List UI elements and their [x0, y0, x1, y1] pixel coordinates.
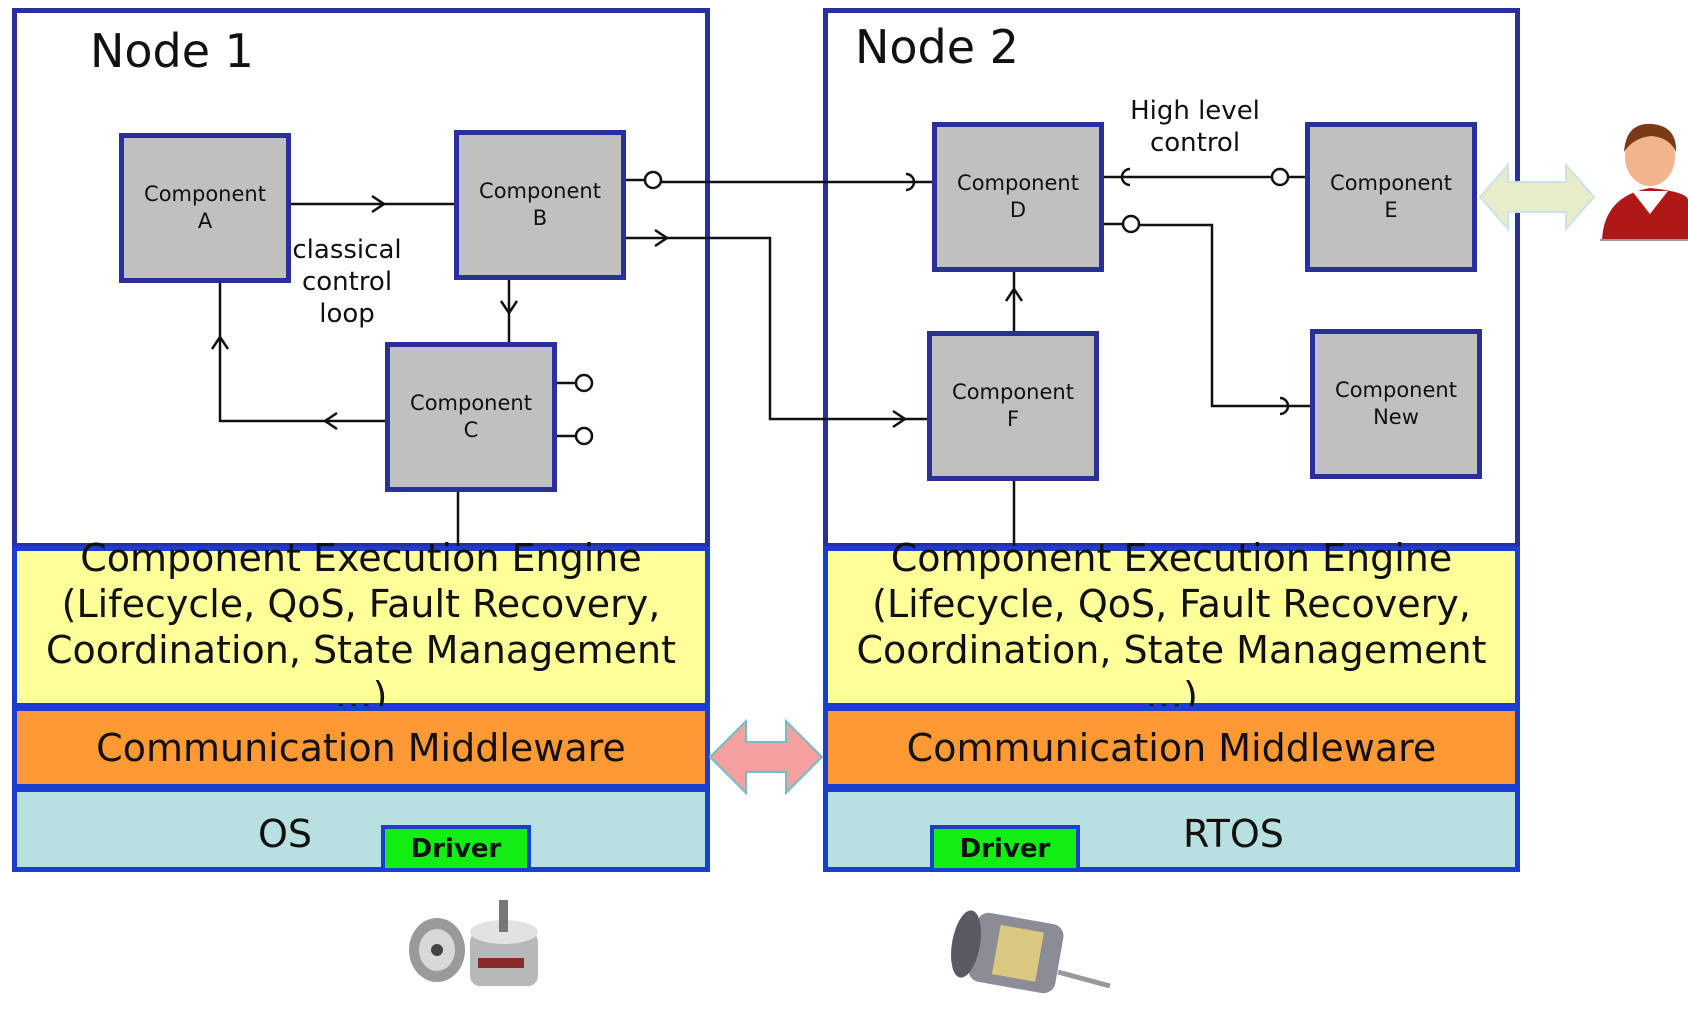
- node1-engine-line2: (Lifecycle, QoS, Fault Recovery,: [61, 582, 661, 626]
- component-f[interactable]: Component F: [927, 331, 1099, 481]
- component-d-id: D: [1009, 198, 1027, 222]
- loop-label-line1: classical: [292, 235, 402, 265]
- arrowhead-into-f: [892, 409, 908, 429]
- node1-os-label: OS: [258, 812, 313, 856]
- loop-label-line2: control: [301, 267, 393, 297]
- node2-engine-line1: Component Execution Engine: [890, 536, 1453, 580]
- arrowhead-c-to-left: [322, 411, 338, 431]
- component-e[interactable]: Component E: [1305, 122, 1477, 272]
- control-label-line2: control: [1149, 128, 1241, 158]
- port-e: [1270, 167, 1290, 187]
- component-b[interactable]: Component B: [454, 130, 626, 280]
- wire-c-to-a: [218, 283, 385, 423]
- node1-middleware-label: Communication Middleware: [96, 725, 626, 770]
- port-c-1: [574, 373, 594, 393]
- component-c[interactable]: Component C: [385, 342, 557, 492]
- wire-b-to-f: [626, 236, 927, 421]
- port-b: [643, 170, 663, 190]
- component-c-id: C: [463, 418, 479, 442]
- component-d[interactable]: Component D: [932, 122, 1104, 272]
- node2-title: Node 2: [855, 20, 1019, 74]
- arrowhead-up-to-a: [210, 334, 230, 350]
- component-a-id: A: [197, 209, 213, 233]
- encoder-device-icon: [409, 900, 538, 986]
- arrowhead-b-to-c: [499, 300, 519, 316]
- node2-driver-label: Driver: [959, 833, 1051, 864]
- component-new-label: Component: [1335, 378, 1457, 402]
- socket-new-in: [1279, 396, 1290, 416]
- user-link-arrow: [1478, 162, 1596, 232]
- node1-driver[interactable]: Driver: [381, 825, 531, 872]
- node2-engine-line2: (Lifecycle, QoS, Fault Recovery,: [872, 582, 1471, 626]
- arrowhead-b-out: [654, 228, 670, 248]
- arrowhead-f-to-d: [1004, 286, 1024, 302]
- port-d: [1121, 214, 1141, 234]
- node1-driver-label: Driver: [410, 833, 502, 864]
- middleware-link-arrow: [708, 718, 824, 796]
- high-level-control-label: High level control: [1120, 95, 1270, 159]
- component-a-label: Component: [144, 182, 266, 206]
- node1-engine-line1: Component Execution Engine: [80, 536, 642, 580]
- node1-os-layer: OS: [12, 787, 710, 872]
- node1-communication-middleware: Communication Middleware: [12, 706, 710, 789]
- component-e-id: E: [1384, 198, 1398, 222]
- component-new[interactable]: Component New: [1310, 329, 1482, 479]
- node1-title: Node 1: [90, 24, 254, 78]
- control-label-line1: High level: [1130, 96, 1260, 126]
- component-c-label: Component: [410, 391, 532, 415]
- motor-device-icon: [951, 910, 1111, 994]
- component-b-id: B: [532, 206, 548, 230]
- arrowhead-a-to-b: [371, 194, 387, 214]
- component-e-label: Component: [1330, 171, 1452, 195]
- socket-d-in: [905, 172, 916, 192]
- component-b-label: Component: [479, 179, 601, 203]
- component-f-label: Component: [952, 380, 1074, 404]
- component-d-label: Component: [957, 171, 1079, 195]
- node2-communication-middleware: Communication Middleware: [823, 706, 1520, 789]
- node2-os-label: RTOS: [1183, 812, 1284, 856]
- node2-driver[interactable]: Driver: [930, 825, 1080, 872]
- classical-control-loop-label: classical control loop: [292, 234, 402, 330]
- component-a[interactable]: Component A: [119, 133, 291, 283]
- user-icon: [1600, 123, 1688, 241]
- loop-label-line3: loop: [319, 299, 375, 329]
- component-new-id: New: [1373, 405, 1419, 429]
- socket-d-from-e: [1120, 167, 1131, 187]
- component-f-id: F: [1006, 407, 1020, 431]
- port-c-2: [574, 426, 594, 446]
- node2-middleware-label: Communication Middleware: [906, 725, 1437, 770]
- wire-d-to-new: [1139, 223, 1310, 408]
- node1-execution-engine: Component Execution Engine (Lifecycle, Q…: [12, 536, 710, 718]
